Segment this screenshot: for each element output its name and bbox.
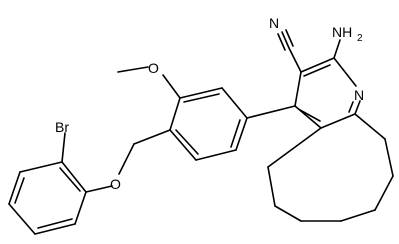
- bond-o-ch3: [117, 66, 149, 73]
- ether-oxygen-label: O: [110, 176, 121, 192]
- bond-b6-b1: [235, 117, 248, 151]
- bond-p2-br: [61, 132, 66, 163]
- bond-p1-p2-inner: [59, 167, 81, 192]
- bond-c2-nh2: [333, 39, 341, 59]
- bond-c14-c15: [267, 166, 276, 207]
- bond-b4-b5: [169, 129, 197, 161]
- bond-b4-b5-inner: [175, 129, 199, 155]
- bond-c4-c4a: [294, 105, 322, 129]
- bond-n1-c2: [333, 57, 357, 87]
- bond-triple-1: [281, 31, 290, 49]
- bond-ch2-o: [118, 143, 135, 175]
- bond-c4-aryl: [246, 105, 296, 119]
- bond-c10-c11: [374, 175, 394, 211]
- bond-c4a-c8a: [320, 113, 356, 129]
- bond-b2-b3: [179, 87, 223, 99]
- bond-b1-b2: [221, 87, 248, 119]
- ring-nitrogen-label: N: [354, 87, 364, 103]
- bond-b5-b6: [195, 149, 237, 161]
- bond-c9-c10: [384, 138, 394, 177]
- bond-p4-p5: [8, 203, 36, 235]
- bromine-label: Br: [55, 119, 69, 135]
- bond-p5-p6: [34, 223, 76, 235]
- bond-c8a-c9: [354, 113, 386, 140]
- amino-subscript-label: 2: [357, 33, 363, 44]
- bond-b3-ome: [162, 74, 181, 99]
- bond-c3-cn: [288, 47, 302, 73]
- bond-c8a-n1-inner: [348, 101, 354, 113]
- bond-b2-b3-inner: [183, 93, 220, 103]
- bond-p3-p4-inner: [14, 177, 25, 204]
- bond-p1-p2: [61, 161, 87, 193]
- bond-p2-p3: [19, 161, 63, 173]
- nitrile-nitrogen-label: N: [269, 15, 279, 31]
- bond-c8a-n1: [354, 100, 361, 115]
- central-benzene-ring: [169, 87, 248, 161]
- bond-p3-p4: [8, 171, 21, 205]
- bond-c15-c4a: [267, 127, 322, 168]
- bond-c13-c14: [274, 205, 302, 222]
- cyclooctane-ring: [267, 113, 394, 222]
- bond-c2-c3-inner: [303, 64, 331, 77]
- bond-c4-c4a-inner: [299, 109, 321, 122]
- bond-b4-ch2: [133, 129, 171, 145]
- bond-triple-3: [285, 29, 294, 47]
- bond-b3-b4: [169, 97, 181, 131]
- bond-c11-c12: [340, 209, 376, 222]
- pyridine-ring: [294, 57, 361, 129]
- bond-p5-p6-inner: [37, 218, 73, 229]
- amino-group-label: NH 2: [332, 24, 363, 44]
- amino-nh-label: NH: [332, 24, 352, 40]
- bond-triple-2: [277, 33, 286, 51]
- bond-p6-p1: [74, 191, 87, 225]
- methoxy-oxygen-label: O: [148, 60, 159, 76]
- bond-b6-b1-inner: [230, 119, 241, 148]
- bond-o-aryl: [85, 185, 113, 193]
- bond-c2-c3: [300, 57, 335, 73]
- bromophenyl-ring: [8, 161, 87, 235]
- bond-c3-c4: [294, 71, 302, 107]
